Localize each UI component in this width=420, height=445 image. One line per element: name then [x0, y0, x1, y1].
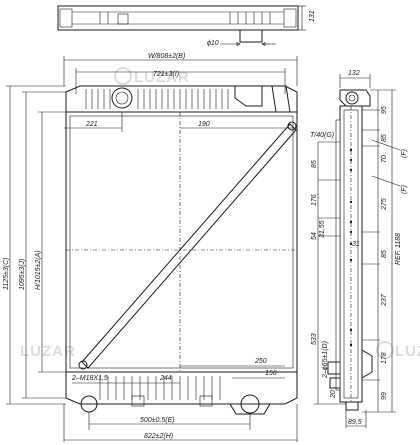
- dim-top-i: 721±3(I): [153, 71, 179, 78]
- dim-r70: 70: [381, 155, 388, 163]
- front-upper-tank: [65, 85, 298, 113]
- front-dim-lines-bottom: [63, 365, 298, 442]
- watermark-text-top: LUZAR: [134, 69, 190, 86]
- dim-85a: 85: [311, 160, 318, 168]
- dim-r275: 275: [381, 198, 388, 211]
- front-dim-lines-top: [63, 56, 298, 94]
- dim-r85b: 85: [381, 250, 388, 258]
- dim-ref-1188: REF. 1188: [395, 233, 402, 265]
- dim-r237: 237: [381, 293, 388, 307]
- dim-width-e: 500±0.5(E): [140, 417, 175, 424]
- dim-left-221: 221: [85, 121, 98, 128]
- diagonal-brace: [78, 121, 297, 370]
- dim-244: 244: [159, 375, 172, 382]
- lower-tank-ribs: [99, 376, 221, 400]
- dim-31-55: 31,55: [319, 220, 326, 238]
- dim-lines-mid: [64, 112, 297, 132]
- dim-54: 54: [311, 232, 318, 240]
- dim-height-j: 1095±3(J): [19, 259, 26, 290]
- dim-overall-c: 1125±3(C): [3, 257, 10, 290]
- side-view-mount-points: [349, 148, 353, 347]
- dim-height-top: 131: [309, 10, 316, 22]
- dim-side-132: 132: [348, 70, 360, 77]
- dim-pin-diameter: ϕ10: [207, 40, 219, 47]
- dim-156: 156: [265, 370, 277, 377]
- dim-height-a: H/1015±2(A): [35, 250, 42, 290]
- dim-ref-f2: (F): [401, 185, 408, 194]
- dim-20: 20: [330, 390, 337, 399]
- dim-r95: 95: [381, 106, 388, 114]
- left-dim-lines: [6, 85, 66, 405]
- dim-hole-d: 2–ϕ65±1(D): [322, 341, 329, 379]
- front-core: [65, 111, 298, 373]
- dim-250: 250: [254, 358, 267, 365]
- watermark-left: LUZAR: [20, 343, 76, 360]
- dim-depth-g: T/40(G): [310, 132, 334, 139]
- dim-width-h: 822±2(H): [144, 433, 173, 440]
- dim-r178: 178: [381, 352, 388, 364]
- dim-176: 176: [311, 194, 318, 206]
- upper-tank-ribs: [85, 89, 229, 109]
- dim-533: 533: [311, 333, 318, 345]
- watermark-right: LUZAR: [376, 341, 420, 360]
- watermark-text-left: LUZAR: [20, 343, 76, 360]
- dim-31: 31: [352, 241, 360, 248]
- side-view: [314, 74, 401, 428]
- dim-width-b: W/808±2(B): [148, 53, 185, 60]
- dim-r99: 99: [381, 392, 388, 400]
- top-view-fins: [99, 12, 271, 24]
- dim-mid-190: 190: [198, 121, 210, 128]
- watermark-text-right: LUZAR: [395, 343, 420, 360]
- dim-ref-f1: (F): [401, 149, 408, 158]
- top-view: [57, 5, 306, 46]
- watermark-top: LUZAR: [114, 67, 190, 86]
- dim-89-5: 89,5: [348, 419, 362, 426]
- dim-thread-m18: 2–M18X1,5: [71, 375, 108, 382]
- dim-r85: 85: [381, 134, 388, 142]
